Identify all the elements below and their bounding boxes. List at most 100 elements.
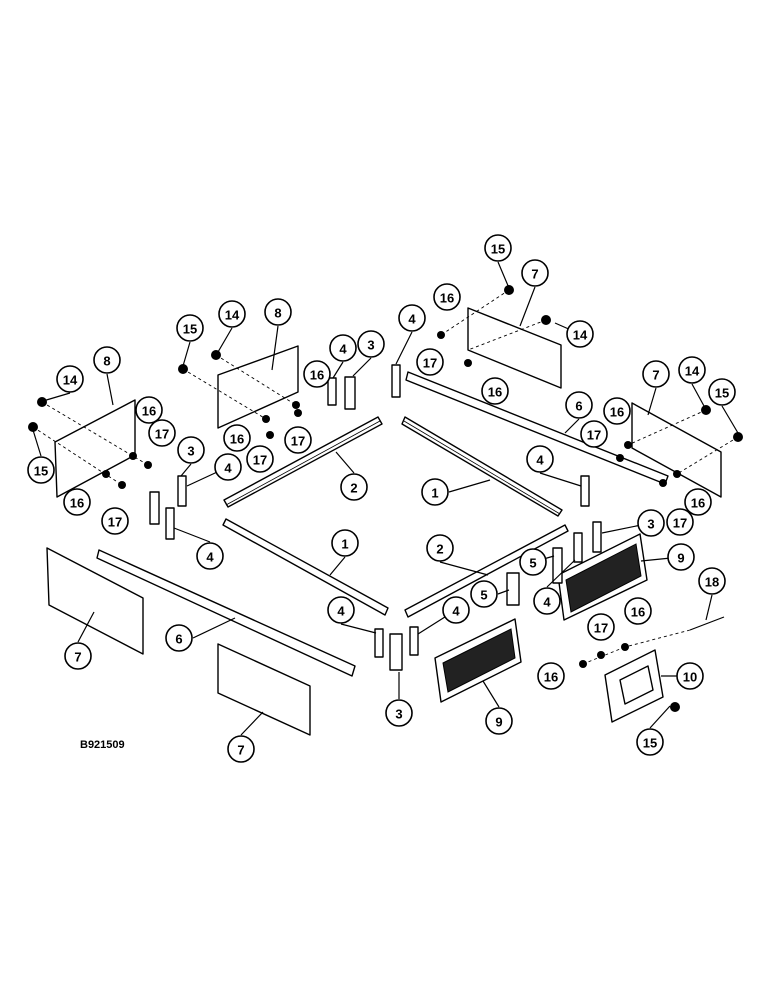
callout-label: 9 — [495, 715, 502, 730]
callout-circle — [218, 300, 246, 328]
callout-circle — [264, 298, 292, 326]
callout-label: 5 — [529, 556, 536, 571]
callout-circle — [329, 334, 357, 362]
callout-label: 7 — [237, 743, 244, 758]
callout-label: 17 — [594, 621, 608, 636]
callout-label: 3 — [395, 707, 402, 722]
callout-circle — [63, 488, 91, 516]
frame-rail-upper-left — [223, 416, 383, 508]
callout-circle — [684, 488, 712, 516]
callout-7: 7 — [521, 259, 549, 287]
callout-label: 14 — [573, 328, 588, 343]
callout-17: 17 — [587, 613, 615, 641]
callout-label: 16 — [310, 368, 324, 383]
callout-circle — [624, 597, 652, 625]
figure-code: B921509 — [80, 739, 125, 751]
callout-circle — [56, 365, 84, 393]
callout-16: 16 — [684, 488, 712, 516]
callout-18: 18 — [698, 567, 726, 595]
side-panel-top-right-7 — [467, 307, 562, 389]
callout-circle — [580, 420, 608, 448]
callout-circle — [603, 397, 631, 425]
callout-label: 7 — [74, 650, 81, 665]
callout-16: 16 — [223, 424, 251, 452]
callout-label: 16 — [691, 496, 705, 511]
callout-circle — [667, 543, 695, 571]
callout-circle — [385, 699, 413, 727]
callout-15: 15 — [484, 234, 512, 262]
callout-circle — [327, 596, 355, 624]
callout-16: 16 — [624, 597, 652, 625]
callout-label: 5 — [480, 588, 487, 603]
callout-label: 7 — [652, 368, 659, 383]
callout-label: 10 — [683, 670, 697, 685]
side-panel-bottom-7 — [217, 643, 311, 736]
callout-label: 15 — [34, 464, 48, 479]
callout-circle — [565, 391, 593, 419]
callout-circle — [537, 662, 565, 690]
callout-6: 6 — [565, 391, 593, 419]
callout-circle — [27, 456, 55, 484]
callout-label: 8 — [274, 306, 281, 321]
callout-label: 17 — [673, 516, 687, 531]
callout-label: 15 — [643, 736, 657, 751]
callout-label: 17 — [108, 515, 122, 530]
callout-7: 7 — [642, 360, 670, 388]
callout-17: 17 — [148, 419, 176, 447]
callout-label: 16 — [631, 605, 645, 620]
angle-rail-left — [96, 549, 356, 677]
callout-circle — [666, 508, 694, 536]
callout-circle — [637, 509, 665, 537]
callout-14: 14 — [56, 365, 84, 393]
callout-circle — [214, 453, 242, 481]
callout-1: 1 — [421, 478, 449, 506]
callout-17: 17 — [246, 445, 274, 473]
callout-4: 4 — [442, 596, 470, 624]
callout-circle — [519, 548, 547, 576]
callout-15: 15 — [27, 456, 55, 484]
callout-label: 4 — [206, 550, 214, 565]
callout-5: 5 — [470, 580, 498, 608]
frame-rail-lower-right — [404, 524, 569, 618]
callout-circle — [484, 234, 512, 262]
callout-label: 16 — [544, 670, 558, 685]
callout-circle — [587, 613, 615, 641]
callout-circle — [485, 707, 513, 735]
callout-label: 14 — [685, 364, 700, 379]
callout-label: 18 — [705, 575, 719, 590]
callout-label: 7 — [531, 267, 538, 282]
callout-label: 1 — [341, 537, 348, 552]
callout-17: 17 — [101, 507, 129, 535]
callout-label: 3 — [187, 444, 194, 459]
callout-label: 1 — [431, 486, 438, 501]
callout-circle — [176, 314, 204, 342]
callout-3: 3 — [357, 330, 385, 358]
callout-7: 7 — [64, 642, 92, 670]
callout-circle — [398, 304, 426, 332]
callout-circle — [678, 356, 706, 384]
callout-label: 8 — [103, 354, 110, 369]
callout-circle — [64, 642, 92, 670]
callout-14: 14 — [218, 300, 246, 328]
callout-15: 15 — [708, 378, 736, 406]
callout-label: 4 — [224, 461, 232, 476]
bracket-10 — [604, 649, 664, 723]
callout-circle — [636, 728, 664, 756]
callout-8: 8 — [93, 346, 121, 374]
callout-circle — [442, 596, 470, 624]
callout-3: 3 — [385, 699, 413, 727]
callout-circle — [331, 529, 359, 557]
callout-16: 16 — [433, 283, 461, 311]
callout-label: 16 — [488, 385, 502, 400]
callout-circle — [433, 283, 461, 311]
callout-8: 8 — [264, 298, 292, 326]
callout-4: 4 — [526, 445, 554, 473]
callout-10: 10 — [676, 662, 704, 690]
callout-label: 4 — [452, 604, 460, 619]
side-panel-upper-left-8 — [217, 345, 299, 429]
callout-circle — [196, 542, 224, 570]
callout-circle — [284, 426, 312, 454]
callout-4: 4 — [214, 453, 242, 481]
